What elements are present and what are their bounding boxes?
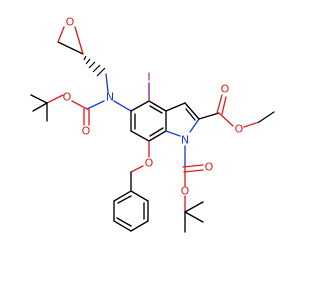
atom-label-indole-n: N [181, 134, 189, 147]
bond-ester-c-o-carbonyl-2 [221, 96, 227, 115]
bond-tbu2-me-b [184, 211, 204, 223]
bond-carbamate-c-o-ester [71, 100, 88, 110]
bond-c3a-c4-double [149, 105, 163, 114]
bond-ph-4-5-double [116, 217, 132, 227]
bonds [30, 26, 275, 233]
bond-boc-c-o-carbonyl-2 [183, 169, 204, 173]
bond-c3-c2-double [185, 108, 196, 121]
bond-o-tbu-quaternary [46, 94, 64, 104]
bond-c3-c2 [184, 102, 200, 120]
atom-label-carbamate-o-ester: O [63, 91, 72, 104]
bond-epoxide-c1-c2 [57, 41, 84, 55]
bond-ph-1-2 [130, 190, 149, 202]
bond-n-carbamate-c [86, 100, 105, 110]
bond-epoxide-c1-o [57, 26, 65, 43]
atom-label-ester-o-carbonyl: O [221, 83, 230, 96]
bond-tbu1-me-a [30, 94, 48, 104]
atom-label-boc-o-carbonyl: O [205, 161, 214, 174]
bond-ester-c-o [218, 112, 234, 127]
atom-label-carbamate-n: N [106, 91, 114, 104]
atom-labels: O N O O I O O N O O O [63, 16, 244, 198]
bond-n1-c7a [165, 130, 181, 137]
bond-n-c5 [113, 100, 132, 112]
atom-label-boc-o-ester: O [181, 185, 190, 198]
bond-c3a-c4 [148, 100, 167, 112]
bond-c6-c7 [130, 130, 150, 142]
bond-c2-ester-c [198, 112, 220, 120]
bond-c2-n1 [189, 118, 200, 133]
bond-ph-6-1-double [117, 195, 132, 204]
bond-ph-4-5 [113, 220, 132, 232]
bond-c3a-c3 [165, 102, 186, 112]
molecule-structure-diagram: O N O O I O O N O O O [30, 16, 275, 233]
bond-boc-c-o-carbonyl-1 [182, 164, 204, 168]
bond-ch2-n [105, 73, 109, 93]
bond-ester-o-methyl [243, 121, 260, 128]
bond-c7-c7a-double [149, 127, 164, 137]
atom-label-carbamate-o-carbonyl: O [82, 125, 91, 138]
atom-label-ester-o: O [235, 123, 244, 136]
bond-epoxide-c2-o [74, 26, 84, 55]
bond-tbu1-me-c [32, 102, 48, 112]
bond-o-ch2 [130, 165, 144, 173]
atom-label-benzyloxy-o: O [145, 157, 154, 170]
bond-stereo-hash [83, 55, 106, 77]
atom-label-epoxide-o: O [66, 16, 75, 29]
bond-c7-c7a [148, 130, 167, 142]
bond-ph-3-4 [130, 220, 149, 232]
atom-label-iodine: I [147, 71, 150, 84]
bond-ph-6-1 [113, 190, 132, 202]
bond-tbu2-me-a [184, 201, 204, 213]
bond-ester-methyl-extension [258, 111, 275, 123]
bond-ester-c-o-carbonyl-1 [216, 94, 223, 114]
bond-c5-c4 [130, 100, 150, 112]
